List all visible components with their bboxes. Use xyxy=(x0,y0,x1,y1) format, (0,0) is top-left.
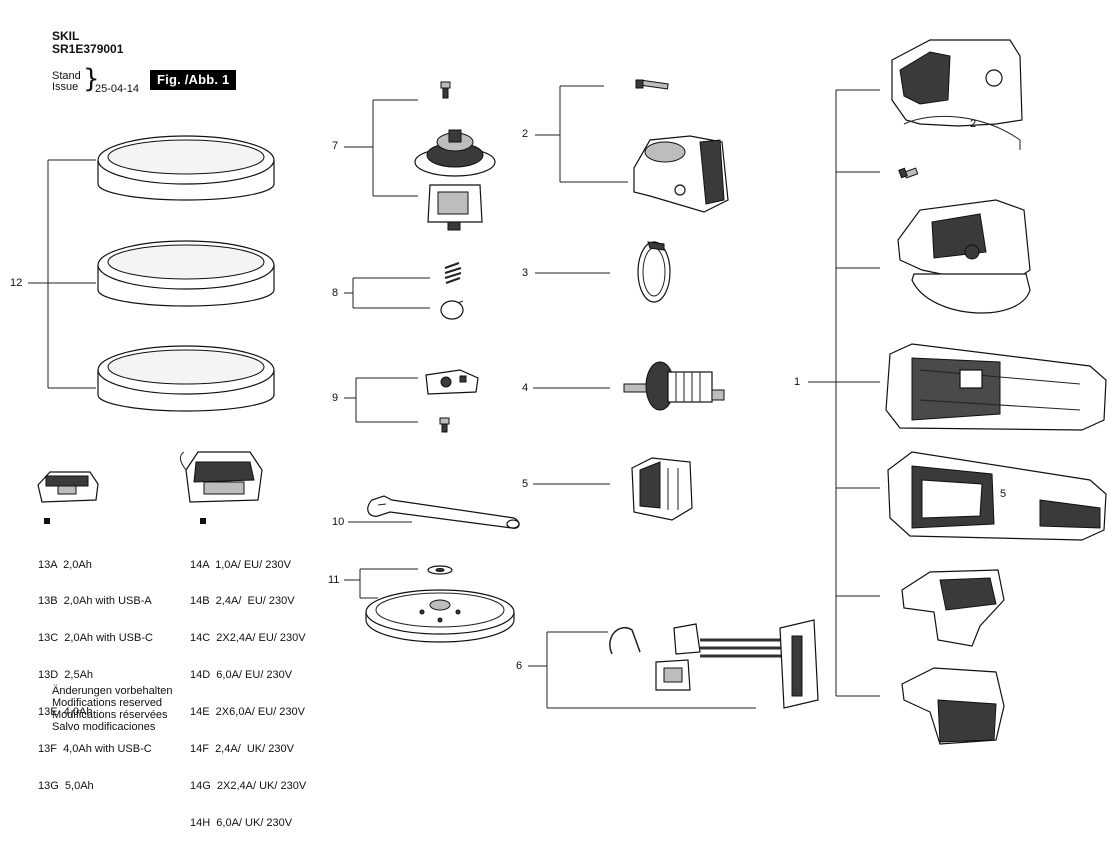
callout-5: 5 xyxy=(522,478,529,490)
wrench xyxy=(367,495,520,529)
label-housing-side: 5 xyxy=(1000,488,1007,500)
brand-name: SKIL xyxy=(52,29,80,43)
motor-housing-right xyxy=(887,451,1107,541)
callout-6: 6 xyxy=(516,660,523,672)
cap xyxy=(440,300,464,320)
stator xyxy=(631,457,693,521)
note-de: Änderungen vorbehalten xyxy=(52,685,173,697)
clamp-ring xyxy=(637,241,671,303)
issue-label: Issue xyxy=(52,81,79,93)
leader-2 xyxy=(535,85,628,183)
charger-item: 14D 6,0A/ EU/ 230V xyxy=(190,669,293,682)
charger-item: 14G 2X2,4A/ UK/ 230V xyxy=(190,779,307,792)
bracket xyxy=(425,369,479,395)
battery-list: 13A 2,0Ah 13B 2,0Ah with USB-A 13C 2,0Ah… xyxy=(38,534,153,805)
leader-9 xyxy=(344,377,418,423)
bullet-square xyxy=(200,518,206,524)
callout-3: 3 xyxy=(522,267,529,279)
battery-pack xyxy=(37,471,99,524)
housing-top-cover xyxy=(891,39,1023,150)
motor-housing-left xyxy=(885,343,1107,431)
callout-4: 4 xyxy=(522,382,529,394)
charger-item: 14F 2,4A/ UK/ 230V xyxy=(190,743,294,756)
callout-9: 9 xyxy=(332,392,339,404)
callout-1: 1 xyxy=(794,376,801,388)
callout-11: 11 xyxy=(328,574,340,586)
leader-12 xyxy=(28,159,96,389)
rear-cover-upper xyxy=(901,569,1005,647)
callout-8: 8 xyxy=(332,287,339,299)
callout-7: 7 xyxy=(332,140,339,152)
charger xyxy=(179,451,263,524)
screw-7 xyxy=(440,81,451,99)
charger-list: 14A 1,0A/ EU/ 230V 14B 2,4A/ EU/ 230V 14… xyxy=(190,534,306,841)
brace-symbol: } xyxy=(83,64,100,94)
figure-label: Fig. /Abb. 1 xyxy=(150,70,237,90)
battery-item: 13A 2,0Ah xyxy=(38,558,92,571)
stand-issue-label: Stand Issue xyxy=(52,71,81,93)
screw-9 xyxy=(439,417,450,433)
bullet-square xyxy=(44,518,50,524)
gear-head-housing xyxy=(897,199,1031,314)
leader-6 xyxy=(528,631,756,709)
gear-housing xyxy=(633,135,729,213)
charger-item: 14C 2X2,4A/ EU/ 230V xyxy=(190,632,306,645)
polishing-pad-2 xyxy=(97,240,275,307)
charger-item: 14E 2X6,0A/ EU/ 230V xyxy=(190,706,305,719)
label-housing-top: 2 xyxy=(970,118,977,130)
charger-item: 14A 1,0A/ EU/ 230V xyxy=(190,558,291,571)
armature xyxy=(623,361,725,411)
backing-pad xyxy=(365,589,515,643)
callout-12: 12 xyxy=(10,277,23,289)
issue-date: 25-04-14 xyxy=(95,83,140,95)
battery-item: 13C 2,0Ah with USB-C xyxy=(38,632,153,645)
leader-11 xyxy=(344,568,418,599)
stand-label: Stand xyxy=(52,70,81,82)
charger-item: 14H 6,0A/ UK/ 230V xyxy=(190,816,293,829)
battery-item: 13D 2,5Ah xyxy=(38,669,94,682)
callout-10: 10 xyxy=(332,516,345,528)
battery-item: 13F 4,0Ah with USB-C xyxy=(38,743,152,756)
brand-header: SKIL SR1E379001 xyxy=(52,30,123,56)
leader-8 xyxy=(344,277,430,309)
spring xyxy=(444,262,462,284)
pin-2 xyxy=(635,79,669,90)
note-en: Modifications reserved xyxy=(52,697,163,709)
charger-item: 14B 2,4A/ EU/ 230V xyxy=(190,595,295,608)
callout-2: 2 xyxy=(522,128,529,140)
battery-item: 13B 2,0Ah with USB-A xyxy=(38,595,152,608)
washer xyxy=(427,565,453,575)
screw-1 xyxy=(898,167,919,179)
note-fr: Modifications réservées xyxy=(52,709,168,721)
gear-bearing-assembly xyxy=(414,129,496,231)
leader-1 xyxy=(808,89,880,697)
note-es: Salvo modificaciones xyxy=(52,721,156,733)
wiring-switch-assembly xyxy=(609,619,819,709)
modifications-notice: Änderungen vorbehalten Modifications res… xyxy=(52,685,172,733)
battery-item: 13G 5,0Ah xyxy=(38,779,94,792)
polishing-pad-1 xyxy=(97,135,275,201)
rear-cover-lower xyxy=(901,667,1005,745)
leader-7 xyxy=(344,99,418,197)
model-number: SR1E379001 xyxy=(52,42,124,56)
battery-item: 13E 4,0Ah xyxy=(38,706,93,719)
exploded-view-diagram: .ln { stroke:#222; stroke-width:1; fill:… xyxy=(28,39,1107,745)
polishing-pad-3 xyxy=(97,345,275,412)
